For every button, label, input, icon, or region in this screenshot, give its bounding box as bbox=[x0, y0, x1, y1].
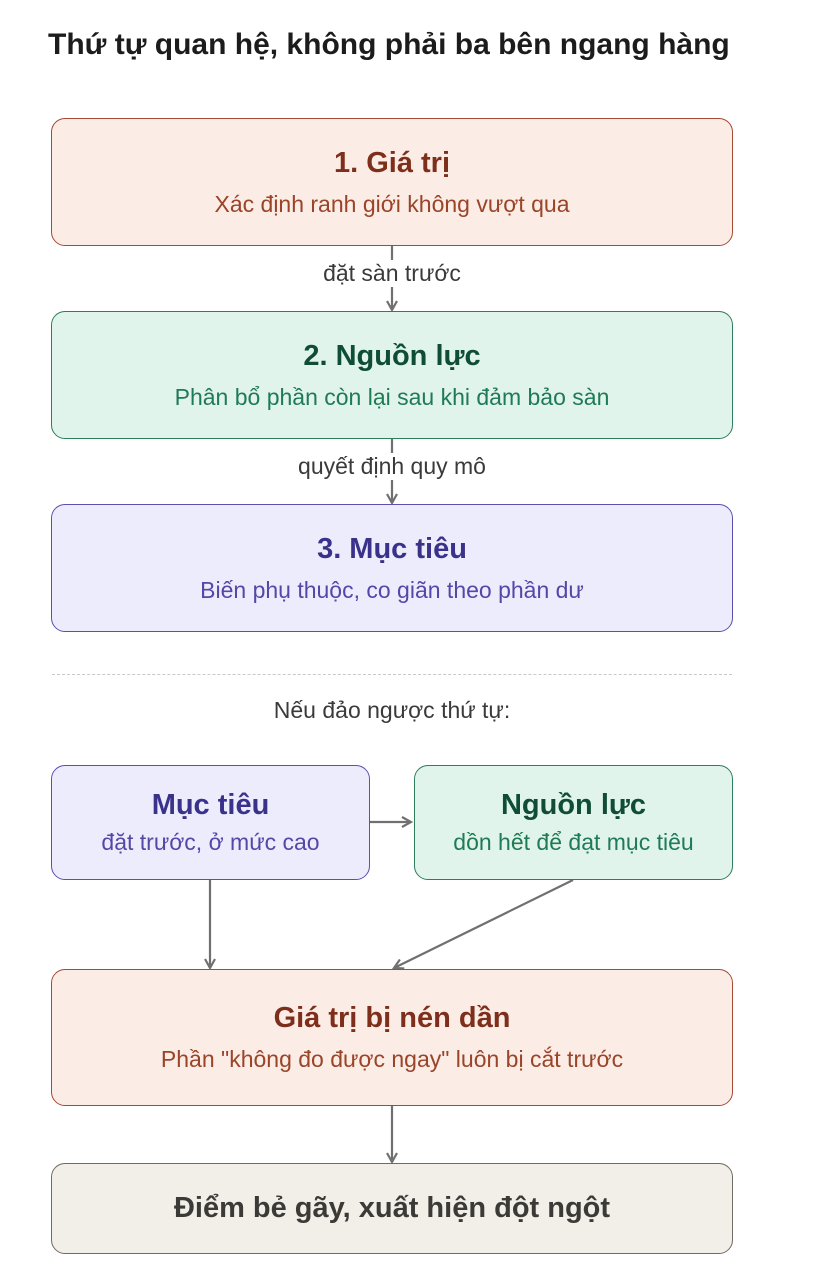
section-divider bbox=[52, 674, 732, 675]
edge-label-floor-first: đặt sàn trước bbox=[319, 260, 465, 287]
box-value: 1. Giá trị Xác định ranh giới không vượt… bbox=[51, 118, 733, 246]
box-resource-all: Nguồn lực dồn hết để đạt mục tiêu bbox=[414, 765, 733, 880]
box-value-compressed: Giá trị bị nén dần Phần "không đo được n… bbox=[51, 969, 733, 1106]
reverse-caption: Nếu đảo ngược thứ tự: bbox=[273, 697, 511, 724]
box-value-sub: Xác định ranh giới không vượt qua bbox=[214, 190, 570, 217]
box-value-compressed-heading: Giá trị bị nén dần bbox=[273, 1002, 511, 1035]
box-value-heading: 1. Giá trị bbox=[333, 146, 451, 179]
box-value-compressed-sub: Phần "không đo được ngay" luôn bị cắt tr… bbox=[160, 1046, 624, 1073]
arrow-resource-to-value-compressed bbox=[394, 879, 574, 968]
box-goals-heading: 3. Mục tiêu bbox=[317, 532, 467, 565]
box-resources-sub: Phân bổ phần còn lại sau khi đảm bảo sàn bbox=[174, 383, 610, 410]
box-goal-first-heading: Mục tiêu bbox=[151, 789, 270, 822]
box-goals-sub: Biến phụ thuộc, co giãn theo phần dư bbox=[200, 576, 584, 603]
box-goal-first-sub: đặt trước, ở mức cao bbox=[101, 829, 320, 856]
diagram-title: Thứ tự quan hệ, không phải ba bên ngang … bbox=[48, 28, 730, 61]
box-breakpoint: Điểm bẻ gãy, xuất hiện đột ngột bbox=[51, 1163, 733, 1254]
box-breakpoint-heading: Điểm bẻ gãy, xuất hiện đột ngột bbox=[173, 1192, 611, 1225]
box-resource-all-sub: dồn hết để đạt mục tiêu bbox=[453, 829, 694, 856]
box-resources: 2. Nguồn lực Phân bổ phần còn lại sau kh… bbox=[51, 311, 733, 439]
box-resource-all-heading: Nguồn lực bbox=[500, 789, 647, 822]
box-goals: 3. Mục tiêu Biến phụ thuộc, co giãn theo… bbox=[51, 504, 733, 632]
box-goal-first: Mục tiêu đặt trước, ở mức cao bbox=[51, 765, 370, 880]
edge-label-decide-scale: quyết định quy mô bbox=[294, 453, 490, 480]
box-resources-heading: 2. Nguồn lực bbox=[303, 339, 481, 372]
